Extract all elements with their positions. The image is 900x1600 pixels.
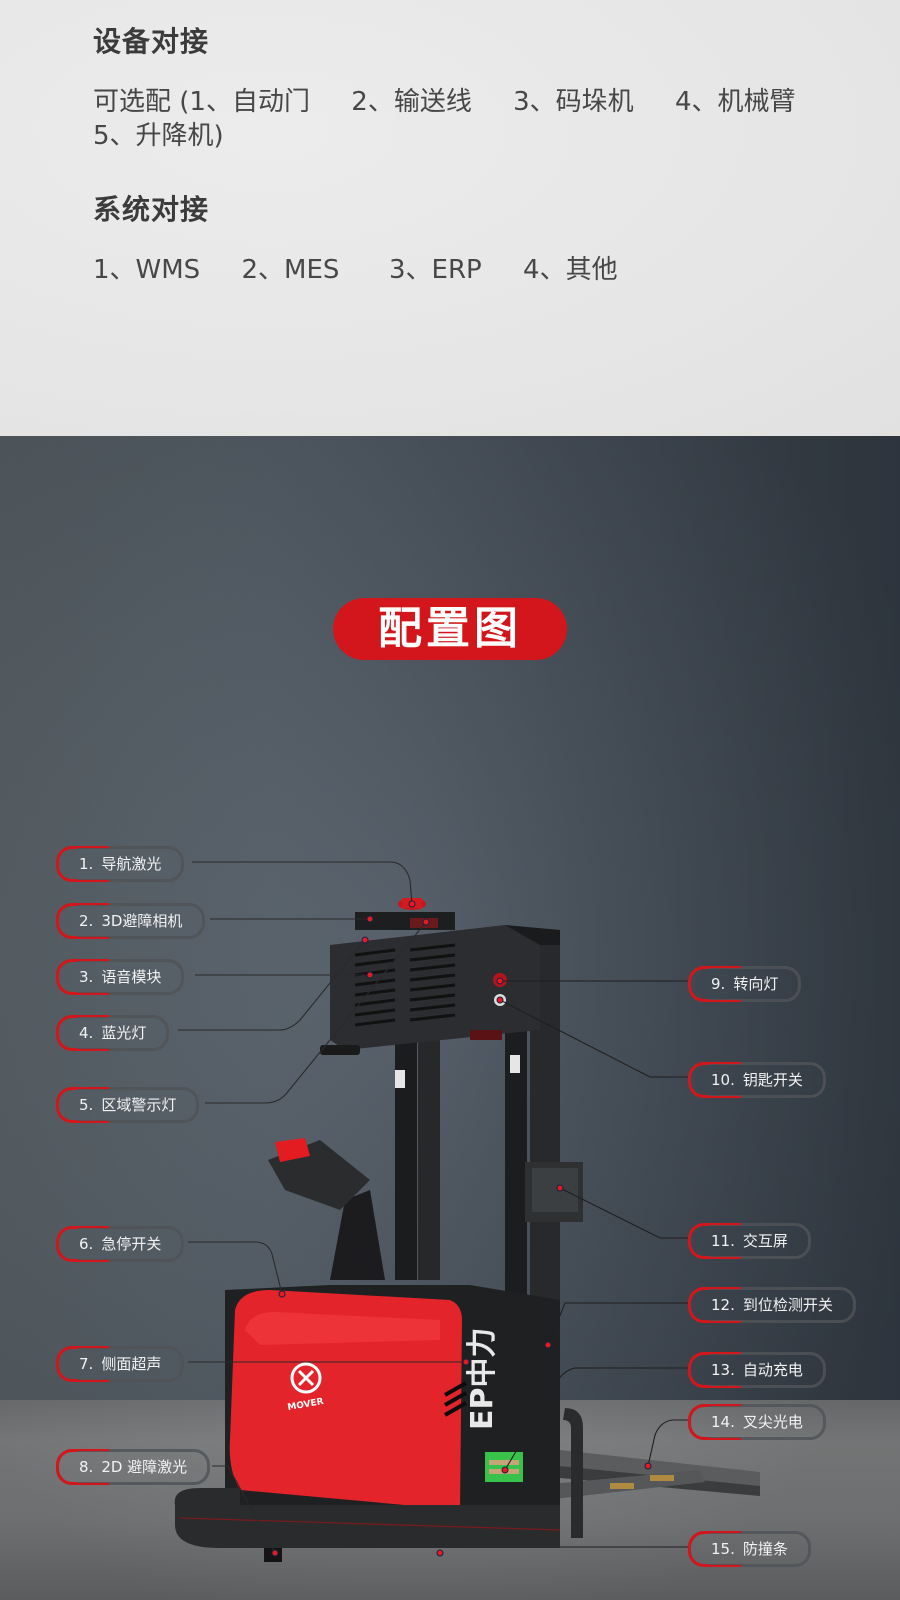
callout-label: 3D避障相机 (101, 912, 183, 930)
callout-label: 交互屏 (742, 1232, 788, 1250)
callout-interactive-screen: 11.交互屏 (688, 1223, 811, 1259)
callout-side-ultrasonic: 7.侧面超声 (56, 1346, 185, 1382)
callout-label: 自动充电 (742, 1361, 803, 1379)
callout-label: 导航激光 (101, 855, 162, 873)
callout-label: 急停开关 (101, 1235, 162, 1253)
callout-label: 到位检测开关 (742, 1296, 833, 1314)
equipment-integration-title: 设备对接 (93, 25, 210, 58)
callout-auto-charging: 13.自动充电 (688, 1352, 826, 1388)
equipment-integration-line2: 5、升降机) (93, 121, 224, 151)
callout-key-switch: 10.钥匙开关 (688, 1062, 826, 1098)
diagram-title-badge: 配置图 (333, 598, 567, 660)
callout-label: 语音模块 (101, 968, 162, 986)
callout-2d-obstacle-laser: 8.2D 避障激光 (56, 1449, 211, 1485)
callout-3d-obstacle-camera: 2.3D避障相机 (56, 903, 206, 939)
callout-navigation-laser: 1.导航激光 (56, 846, 185, 882)
callout-label: 蓝光灯 (101, 1024, 147, 1042)
ep-brand-text: EP中力 (465, 1328, 500, 1430)
callout-label: 防撞条 (742, 1540, 788, 1558)
callout-blue-light: 4.蓝光灯 (56, 1015, 170, 1051)
callout-label: 区域警示灯 (101, 1096, 177, 1114)
callout-emergency-stop: 6.急停开关 (56, 1226, 185, 1262)
callout-fork-tip-sensor: 14.叉尖光电 (688, 1404, 826, 1440)
system-integration-line1: 1、WMS 2、MES 3、ERP 4、其他 (93, 255, 618, 285)
equipment-integration-line1: 可选配 (1、自动门 2、输送线 3、码垛机 4、机械臂 (93, 87, 796, 117)
system-integration-title: 系统对接 (93, 193, 210, 226)
callout-label: 2D 避障激光 (101, 1458, 188, 1476)
callout-position-detection-switch: 12.到位检测开关 (688, 1287, 856, 1323)
stacker-robot-illustration: MOVER EP中力 (174, 861, 760, 1562)
callout-bumper-strip: 15.防撞条 (688, 1531, 811, 1567)
callout-label: 转向灯 (733, 975, 779, 993)
callout-voice-module: 3.语音模块 (56, 959, 185, 995)
callout-turn-signal: 9.转向灯 (688, 966, 802, 1002)
configuration-diagram-section: 配置图 (0, 436, 900, 1600)
callout-label: 侧面超声 (101, 1355, 162, 1373)
callout-label: 钥匙开关 (742, 1071, 803, 1089)
top-section: 设备对接 可选配 (1、自动门 2、输送线 3、码垛机 4、机械臂 5、升降机)… (0, 0, 900, 436)
callout-label: 叉尖光电 (742, 1413, 803, 1431)
callout-zone-warning-light: 5.区域警示灯 (56, 1087, 200, 1123)
